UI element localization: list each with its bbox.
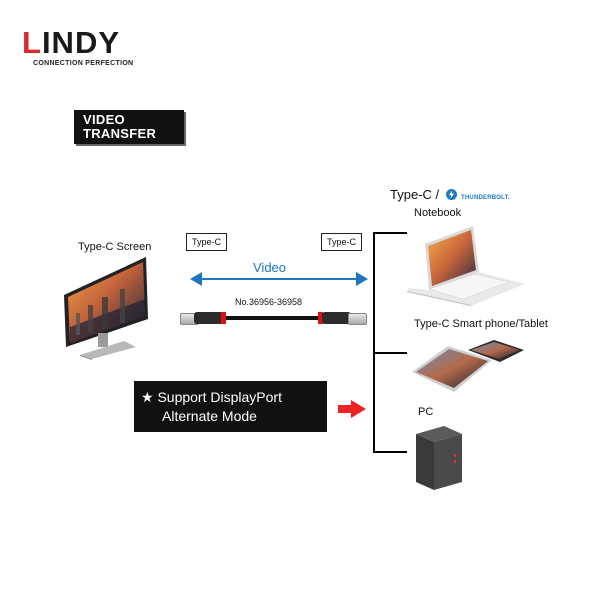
thunderbolt-logo-text: THUNDERBOLT. [461,195,510,201]
section-title-line2: TRANSFER [83,126,157,141]
arrow-right-icon [356,272,368,286]
product-number: No.36956-36958 [235,297,303,307]
plug-left-accent [221,312,226,324]
logo-rest: INDY [41,25,121,60]
tree-branch-notebook [373,232,407,234]
section-badge: VIDEO TRANSFER [74,110,184,144]
logo-tagline: CONNECTION PERFECTION [33,60,134,67]
connector-tag-right: Type-C [321,233,363,251]
logo-wordmark: LINDY [22,27,120,58]
red-arrow-shaft [338,405,352,413]
plug-left-body [194,312,223,324]
logo-l-mark: L [22,25,42,60]
plug-right-tip [348,313,367,325]
tree-branch-pc [373,451,407,453]
feature-callout: ★ Support DisplayPort Alternate Mode [134,381,327,432]
bidirectional-arrow [196,278,360,280]
section-title-line1: VIDEO [83,112,125,127]
plug-right-body [322,312,351,324]
cable-wire [215,316,323,320]
tree-trunk [373,232,375,453]
feature-line2: Alternate Mode [162,408,257,424]
star-icon: ★ [141,389,154,405]
target-label-notebook: Notebook [414,207,462,219]
feature-line1-text: Support DisplayPort [157,389,282,405]
feature-line1: ★ Support DisplayPort [141,389,282,406]
signal-label: Video [253,260,287,275]
tablet-phone-icon [412,340,524,392]
target-label-tablet-phone: Type-C Smart phone/Tablet [414,318,548,330]
plug-right-accent [318,312,323,324]
lindy-logo: LINDY CONNECTION PERFECTION [22,27,162,71]
targets-heading: Type-C / THUNDERBOLT. [390,186,510,204]
target-label-pc: PC [418,406,434,418]
connector-tag-left: Type-C [186,233,228,251]
pc-tower-icon [416,426,462,490]
red-arrow-icon [351,400,366,418]
monitor-icon [64,257,148,360]
thunderbolt-icon [445,189,457,200]
arrow-left-icon [190,272,202,286]
source-label: Type-C Screen [78,241,152,253]
tree-branch-tablet [373,352,407,354]
laptop-icon [407,226,525,306]
targets-heading-text: Type-C / [390,187,440,202]
